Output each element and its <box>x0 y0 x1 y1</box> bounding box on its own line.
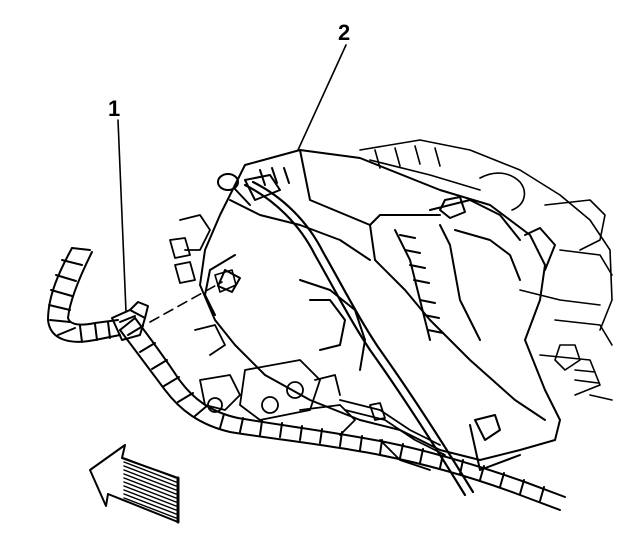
ground-cable <box>243 180 475 497</box>
engine-block-left <box>169 214 356 436</box>
engine-background <box>359 139 613 401</box>
air-cleaner-housing <box>199 149 561 471</box>
callout-label-1: 1 <box>108 96 121 121</box>
leader-line-1 <box>117 119 127 313</box>
callout-label-2: 2 <box>338 20 351 45</box>
front-direction-arrow-icon <box>89 444 180 524</box>
leader-lines <box>117 44 347 313</box>
alignment-dashed-line <box>149 269 237 323</box>
dipstick-handle <box>217 173 251 206</box>
leader-line-2 <box>297 44 347 151</box>
ground-bracket <box>339 399 446 471</box>
harness-connector <box>111 301 149 341</box>
wiring-harness-conduit <box>47 247 566 511</box>
